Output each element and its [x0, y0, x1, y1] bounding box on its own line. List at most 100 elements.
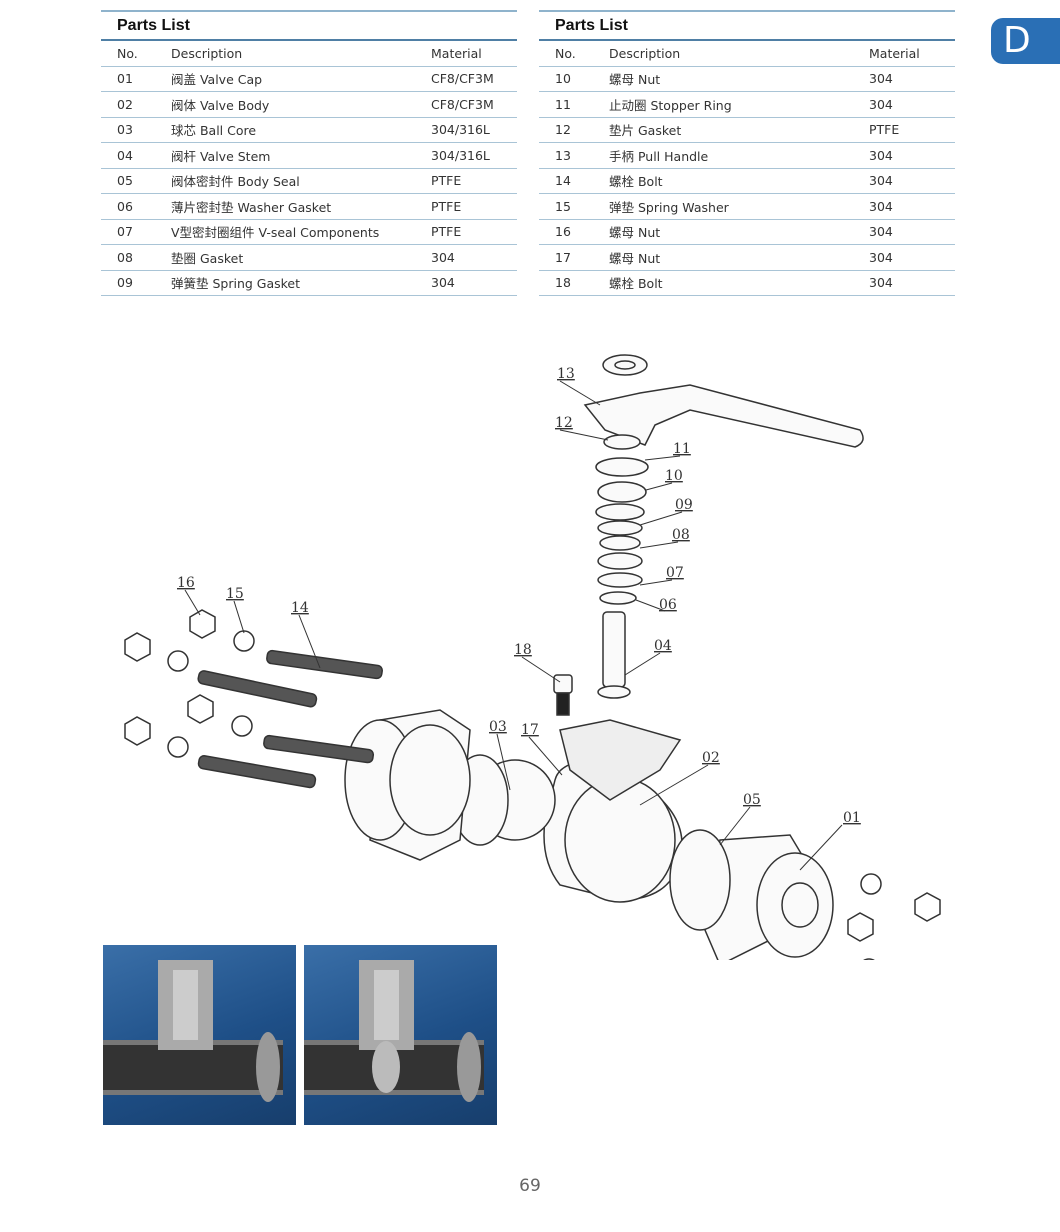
header-no: No.: [555, 45, 576, 61]
table-header: No. Description Material: [101, 41, 517, 67]
part-material: CF8/CF3M: [431, 96, 494, 112]
part-material: 304: [869, 147, 893, 163]
parts-list-table-right: Parts List No. Description Material 10 螺母…: [539, 10, 955, 296]
part-material: 304: [869, 224, 893, 240]
table-row: 06 薄片密封垫 Washer Gasket PTFE: [101, 194, 517, 220]
header-material: Material: [431, 45, 482, 61]
part-number: 08: [117, 249, 133, 265]
table-title: Parts List: [539, 12, 955, 41]
part-number: 04: [117, 147, 133, 163]
callout-01: 01: [843, 810, 861, 826]
part-number: 03: [117, 122, 133, 138]
part-description: 阀盖 Valve Cap: [171, 72, 263, 88]
part-material: 304/316L: [431, 147, 490, 163]
part-number: 02: [117, 96, 133, 112]
part-description: 螺母 Nut: [609, 225, 661, 241]
pull-handle-shape: [583, 384, 864, 448]
callout-18: 18: [514, 642, 532, 658]
callout-04: 04: [654, 638, 672, 654]
part-description: 弹簧垫 Spring Gasket: [171, 276, 301, 292]
callout-03: 03: [489, 719, 507, 735]
callout-06: 06: [659, 597, 677, 613]
part-material: 304: [869, 249, 893, 265]
part-number: 13: [555, 147, 571, 163]
part-description: V型密封圈组件 V-seal Components: [171, 225, 380, 241]
part-description: 垫圈 Gasket: [171, 250, 244, 266]
part-description: 螺栓 Bolt: [609, 174, 663, 190]
table-row: 17 螺母 Nut 304: [539, 245, 955, 271]
section-tab: D: [991, 18, 1060, 64]
table-header: No. Description Material: [539, 41, 955, 67]
part-material: 304: [431, 249, 455, 265]
callout-15: 15: [226, 586, 244, 602]
part-description: 垫片 Gasket: [609, 123, 682, 139]
part-description: 阀杆 Valve Stem: [171, 148, 271, 164]
part-material: PTFE: [869, 122, 900, 138]
table-row: 02 阀体 Valve Body CF8/CF3M: [101, 92, 517, 118]
part-material: PTFE: [431, 224, 462, 240]
part-material: 304: [869, 275, 893, 291]
table-row: 04 阀杆 Valve Stem 304/316L: [101, 143, 517, 169]
part-number: 12: [555, 122, 571, 138]
part-material: 304: [431, 275, 455, 291]
callout-16: 16: [177, 575, 195, 591]
part-description: 螺母 Nut: [609, 250, 661, 266]
header-no: No.: [117, 45, 138, 61]
header-description: Description: [171, 45, 243, 61]
part-description: 薄片密封垫 Washer Gasket: [171, 199, 332, 215]
table-row: 11 止动圈 Stopper Ring 304: [539, 92, 955, 118]
valve-cutaway-image: [304, 960, 484, 1102]
table-row: 08 垫圈 Gasket 304: [101, 245, 517, 271]
callout-14: 14: [291, 600, 309, 616]
header-material: Material: [869, 45, 920, 61]
table-row: 13 手柄 Pull Handle 304: [539, 143, 955, 169]
callout-13: 13: [557, 366, 575, 382]
part-number: 06: [117, 198, 133, 214]
part-number: 18: [555, 275, 571, 291]
callout-12: 12: [555, 415, 573, 431]
part-description: 手柄 Pull Handle: [609, 148, 709, 164]
table-row: 16 螺母 Nut 304: [539, 220, 955, 245]
part-material: PTFE: [431, 173, 462, 189]
header-description: Description: [609, 45, 681, 61]
callout-08: 08: [672, 527, 690, 543]
part-number: 17: [555, 249, 571, 265]
callout-05: 05: [743, 792, 761, 808]
part-number: 16: [555, 224, 571, 240]
part-number: 05: [117, 173, 133, 189]
part-material: 304: [869, 71, 893, 87]
part-material: 304: [869, 198, 893, 214]
part-description: 止动圈 Stopper Ring: [609, 97, 732, 113]
part-material: 304/316L: [431, 122, 490, 138]
part-description: 螺栓 Bolt: [609, 276, 663, 292]
callout-07: 07: [666, 565, 684, 581]
part-description: 弹垫 Spring Washer: [609, 199, 729, 215]
part-number: 10: [555, 71, 571, 87]
valve-stem-shape: [602, 611, 626, 688]
part-material: 304: [869, 96, 893, 112]
exploded-valve-diagram: 01 02 03 04 05 06 07 08 09 10 11 12 13 1…: [124, 354, 941, 960]
part-number: 01: [117, 71, 133, 87]
callout-02: 02: [702, 750, 720, 766]
valve-cutaway-photo-open: [103, 945, 296, 1125]
table-row: 09 弹簧垫 Spring Gasket 304: [101, 271, 517, 296]
part-number: 15: [555, 198, 571, 214]
part-description: 螺母 Nut: [609, 72, 661, 88]
callout-11: 11: [673, 441, 691, 457]
part-description: 阀体 Valve Body: [171, 97, 270, 113]
table-row: 10 螺母 Nut 304: [539, 67, 955, 92]
table-row: 15 弹垫 Spring Washer 304: [539, 194, 955, 220]
part-material: PTFE: [431, 198, 462, 214]
part-number: 09: [117, 275, 133, 291]
page-number: 69: [519, 1176, 541, 1196]
table-row: 18 螺栓 Bolt 304: [539, 271, 955, 296]
part-material: 304: [869, 173, 893, 189]
callout-17: 17: [521, 722, 539, 738]
part-number: 11: [555, 96, 571, 112]
